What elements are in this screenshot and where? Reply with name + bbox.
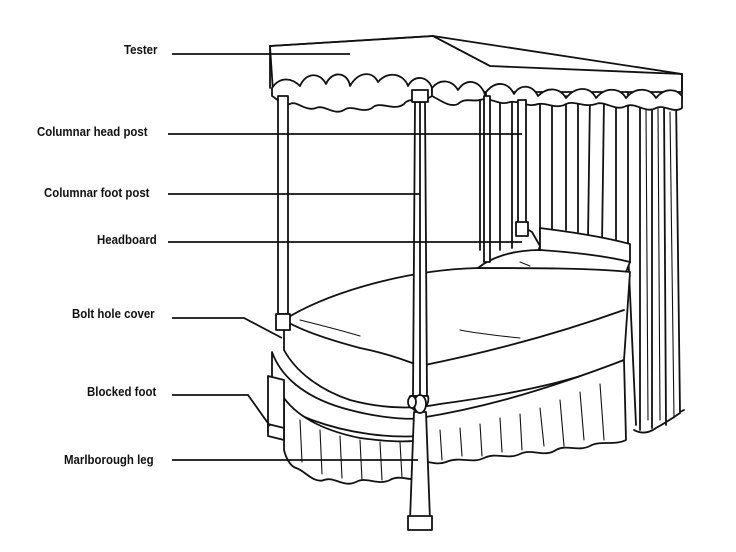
leader-bolt-hole-cover: [172, 317, 283, 339]
label-columnar-head-post: Columnar head post: [37, 124, 148, 139]
tester-canopy: [269, 35, 683, 113]
label-columnar-foot-post: Columnar foot post: [44, 185, 150, 200]
label-headboard: Headboard: [97, 232, 157, 247]
label-marlborough-leg: Marlborough leg: [64, 452, 154, 467]
leader-blocked-foot: [172, 394, 271, 427]
columnar-head-post: [483, 95, 529, 263]
label-bolt-hole-cover: Bolt hole cover: [72, 306, 155, 321]
leader-lines: [168, 53, 522, 461]
columnar-foot-post: [407, 89, 433, 531]
bolt-hole-cover: [407, 394, 427, 414]
label-blocked-foot: Blocked foot: [87, 384, 157, 399]
label-tester: Tester: [124, 42, 158, 57]
coverlet: [271, 267, 631, 438]
